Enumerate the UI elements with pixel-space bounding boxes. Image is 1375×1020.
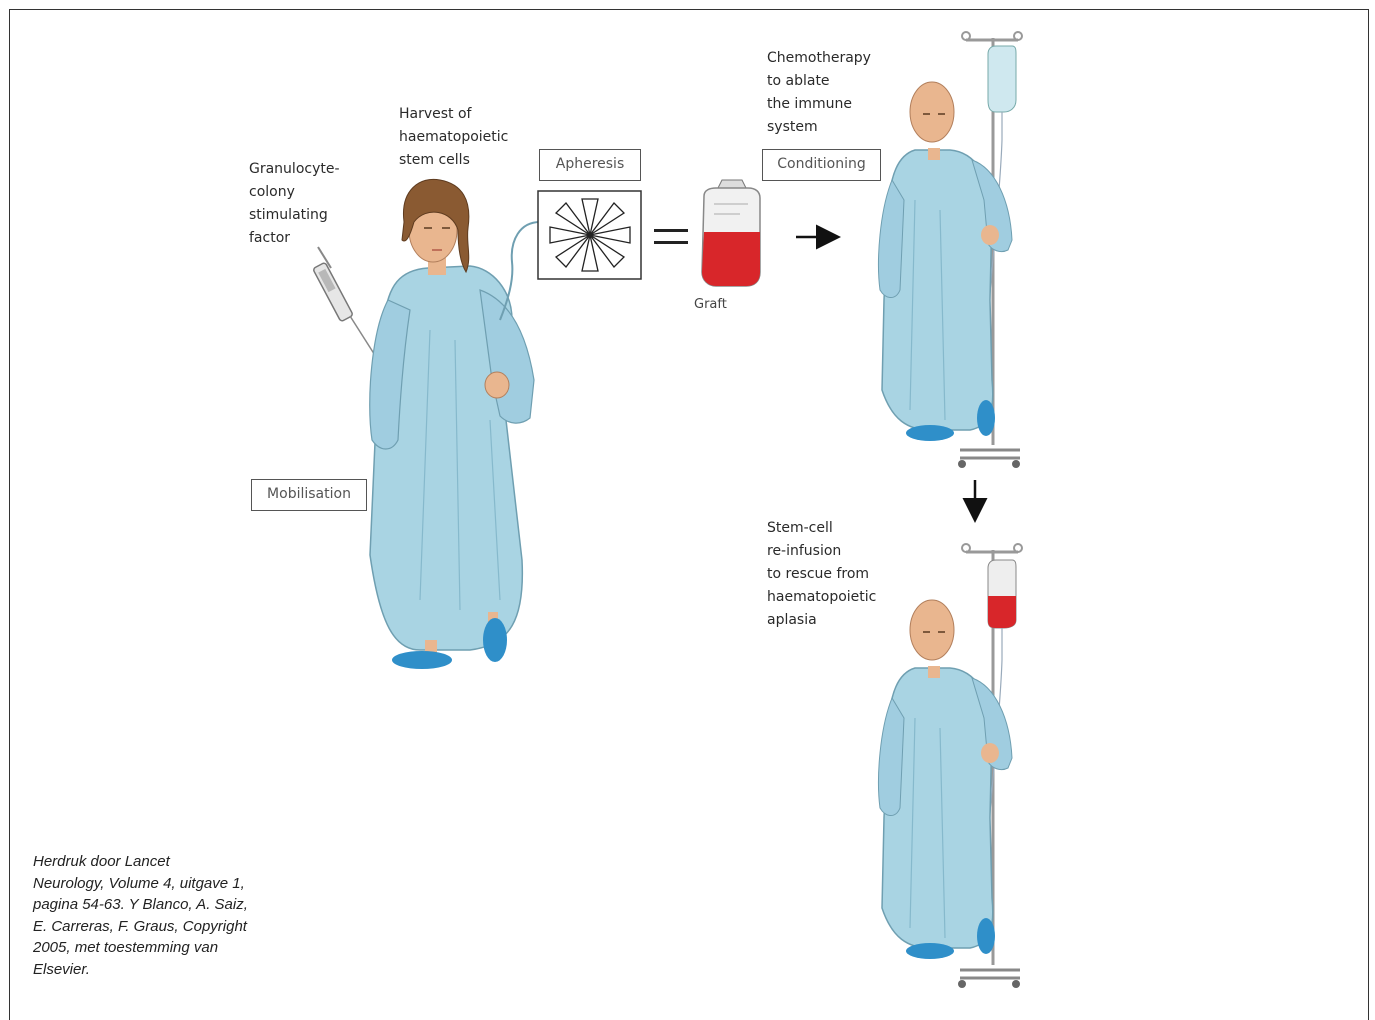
reinfusion-patient-figure bbox=[879, 544, 1023, 988]
chemo-label-line: Chemotherapy bbox=[767, 47, 871, 70]
apheresis-machine-icon bbox=[538, 191, 641, 279]
chemo-label-line: the immune bbox=[767, 93, 871, 116]
equals-sign bbox=[654, 229, 688, 244]
gcsf-label-line: Granulocyte- bbox=[249, 158, 340, 181]
harvest-label: Harvest of haematopoietic stem cells bbox=[399, 103, 508, 172]
attribution-caption: Herdruk door Lancet Neurology, Volume 4,… bbox=[33, 851, 313, 980]
caption-line: Neurology, Volume 4, uitgave 1, bbox=[33, 873, 313, 895]
donor-patient-figure bbox=[370, 179, 534, 669]
chemo-label-line: system bbox=[767, 116, 871, 139]
caption-line: Herdruk door Lancet bbox=[33, 851, 313, 873]
reinfusion-label-line: re-infusion bbox=[767, 540, 876, 563]
reinfusion-label-line: aplasia bbox=[767, 609, 876, 632]
reinfusion-label-line: haematopoietic bbox=[767, 586, 876, 609]
gcsf-label-line: colony bbox=[249, 181, 340, 204]
harvest-label-line: stem cells bbox=[399, 149, 508, 172]
conditioning-patient-figure bbox=[879, 32, 1023, 468]
gcsf-label-line: stimulating bbox=[249, 204, 340, 227]
caption-line: pagina 54-63. Y Blanco, A. Saiz, bbox=[33, 894, 313, 916]
mobilisation-box: Mobilisation bbox=[251, 479, 367, 511]
syringe-icon bbox=[313, 247, 378, 360]
apheresis-box: Apheresis bbox=[539, 149, 641, 181]
graft-label: Graft bbox=[694, 293, 727, 316]
caption-line: Elsevier. bbox=[33, 959, 313, 981]
reinfusion-label-line: to rescue from bbox=[767, 563, 876, 586]
caption-line: E. Carreras, F. Graus, Copyright bbox=[33, 916, 313, 938]
chemo-label-line: to ablate bbox=[767, 70, 871, 93]
harvest-label-line: Harvest of bbox=[399, 103, 508, 126]
graft-bag-icon bbox=[702, 180, 760, 286]
harvest-label-line: haematopoietic bbox=[399, 126, 508, 149]
gcsf-label-line: factor bbox=[249, 227, 340, 250]
caption-line: 2005, met toestemming van bbox=[33, 937, 313, 959]
conditioning-box: Conditioning bbox=[762, 149, 881, 181]
chemo-label: Chemotherapy to ablate the immune system bbox=[767, 47, 871, 139]
reinfusion-label-line: Stem-cell bbox=[767, 517, 876, 540]
reinfusion-label: Stem-cell re-infusion to rescue from hae… bbox=[767, 517, 876, 632]
gcsf-label: Granulocyte- colony stimulating factor bbox=[249, 158, 340, 250]
